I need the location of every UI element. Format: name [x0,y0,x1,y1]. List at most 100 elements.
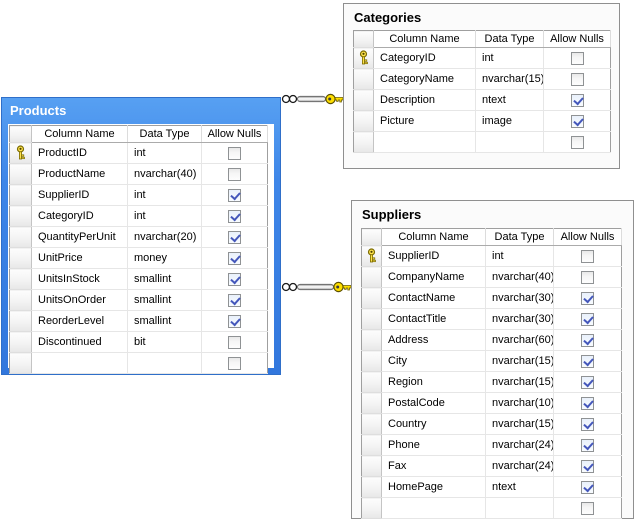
data-type-cell[interactable]: smallint [127,289,202,311]
row-header[interactable] [361,371,382,393]
row-header[interactable] [9,184,32,206]
data-type-cell[interactable]: int [127,184,202,206]
column-name-cell[interactable]: Country [381,413,486,435]
data-type-cell[interactable]: nvarchar(30) [485,287,554,309]
row-header[interactable] [361,350,382,372]
table-row[interactable]: UnitPrice money [9,247,268,269]
column-name-cell[interactable]: CategoryID [373,47,476,69]
allow-nulls-checkbox[interactable] [228,188,241,202]
allow-nulls-checkbox[interactable] [228,356,241,370]
allow-nulls-checkbox[interactable] [228,314,241,328]
row-header[interactable] [353,110,374,132]
column-name-cell[interactable]: ReorderLevel [31,310,128,332]
allow-nulls-checkbox[interactable] [570,51,584,65]
data-type-cell[interactable]: nvarchar(15) [475,68,544,90]
table-row[interactable]: Phone nvarchar(24) [361,434,622,456]
table-row[interactable]: CategoryID int [9,205,268,227]
data-type-cell[interactable]: int [127,142,202,164]
column-name-cell[interactable]: ContactTitle [381,308,486,330]
data-type-cell[interactable]: nvarchar(24) [485,434,554,456]
column-name-cell[interactable]: UnitsOnOrder [31,289,128,311]
row-header[interactable] [361,329,382,351]
data-type-cell[interactable]: nvarchar(30) [485,308,554,330]
data-type-cell[interactable]: nvarchar(20) [127,226,202,248]
data-type-cell[interactable] [127,352,202,374]
column-name-cell[interactable] [381,497,486,519]
table-title[interactable]: Suppliers [362,207,422,222]
column-name-cell[interactable]: Region [381,371,486,393]
relationship-products-suppliers[interactable] [281,279,352,295]
table-row[interactable]: SupplierID int [361,245,622,267]
data-type-cell[interactable]: image [475,110,544,132]
allow-nulls-checkbox[interactable] [581,396,594,410]
allow-nulls-checkbox[interactable] [581,270,594,284]
data-type-cell[interactable]: int [127,205,202,227]
row-header[interactable] [353,68,374,90]
data-type-cell[interactable]: nvarchar(24) [485,455,554,477]
table-row[interactable]: CategoryName nvarchar(15) [353,68,611,90]
data-type-cell[interactable]: money [127,247,202,269]
column-name-cell[interactable]: Description [373,89,476,111]
data-type-cell[interactable]: int [475,47,544,69]
table-row[interactable]: Region nvarchar(15) [361,371,622,393]
allow-nulls-checkbox[interactable] [581,249,594,263]
table-title[interactable]: Categories [354,10,422,25]
column-name-cell[interactable]: HomePage [381,476,486,498]
column-name-cell[interactable]: UnitPrice [31,247,128,269]
table-row[interactable]: ProductID int [9,142,268,164]
table-row[interactable]: ProductName nvarchar(40) [9,163,268,185]
column-name-cell[interactable]: QuantityPerUnit [31,226,128,248]
row-header[interactable] [353,131,374,153]
row-header[interactable] [9,226,32,248]
data-type-cell[interactable]: bit [127,331,202,353]
allow-nulls-checkbox[interactable] [581,333,594,347]
column-name-cell[interactable]: CategoryName [373,68,476,90]
row-header[interactable] [361,455,382,477]
column-name-cell[interactable]: Discontinued [31,331,128,353]
allow-nulls-checkbox[interactable] [228,230,241,244]
column-name-cell[interactable]: CategoryID [31,205,128,227]
table-row[interactable] [353,131,611,153]
data-type-cell[interactable]: nvarchar(40) [127,163,202,185]
data-type-cell[interactable]: nvarchar(15) [485,413,554,435]
allow-nulls-checkbox[interactable] [228,167,241,181]
table-row[interactable] [9,352,268,374]
table-row[interactable]: Picture image [353,110,611,132]
table-row[interactable]: Description ntext [353,89,611,111]
column-name-cell[interactable]: Address [381,329,486,351]
row-header[interactable] [9,352,32,374]
row-header[interactable] [361,434,382,456]
allow-nulls-checkbox[interactable] [581,354,594,368]
column-name-cell[interactable]: Picture [373,110,476,132]
column-name-cell[interactable]: ProductID [31,142,128,164]
table-row[interactable]: ContactName nvarchar(30) [361,287,622,309]
row-header[interactable] [353,89,374,111]
row-header[interactable] [361,245,382,267]
row-header[interactable] [361,413,382,435]
table-row[interactable]: QuantityPerUnit nvarchar(20) [9,226,268,248]
table-row[interactable]: UnitsInStock smallint [9,268,268,290]
data-type-cell[interactable] [485,497,554,519]
data-type-cell[interactable]: ntext [485,476,554,498]
column-name-cell[interactable]: UnitsInStock [31,268,128,290]
column-name-cell[interactable]: City [381,350,486,372]
table-window-suppliers[interactable]: Suppliers Column Name Data Type Allow Nu… [351,200,634,519]
allow-nulls-checkbox[interactable] [570,114,584,128]
column-name-cell[interactable]: Phone [381,434,486,456]
allow-nulls-checkbox[interactable] [581,291,594,305]
row-header[interactable] [9,247,32,269]
allow-nulls-checkbox[interactable] [228,272,241,286]
allow-nulls-checkbox[interactable] [581,459,594,473]
allow-nulls-checkbox[interactable] [581,417,594,431]
relationship-products-categories[interactable] [281,91,344,107]
data-type-cell[interactable]: int [485,245,554,267]
table-title[interactable]: Products [10,103,67,118]
table-row[interactable]: PostalCode nvarchar(10) [361,392,622,414]
table-row[interactable]: UnitsOnOrder smallint [9,289,268,311]
data-type-cell[interactable]: nvarchar(40) [485,266,554,288]
data-type-cell[interactable]: nvarchar(15) [485,350,554,372]
table-row[interactable]: CategoryID int [353,47,611,69]
allow-nulls-checkbox[interactable] [570,135,584,149]
row-header[interactable] [361,497,382,519]
row-header[interactable] [9,289,32,311]
